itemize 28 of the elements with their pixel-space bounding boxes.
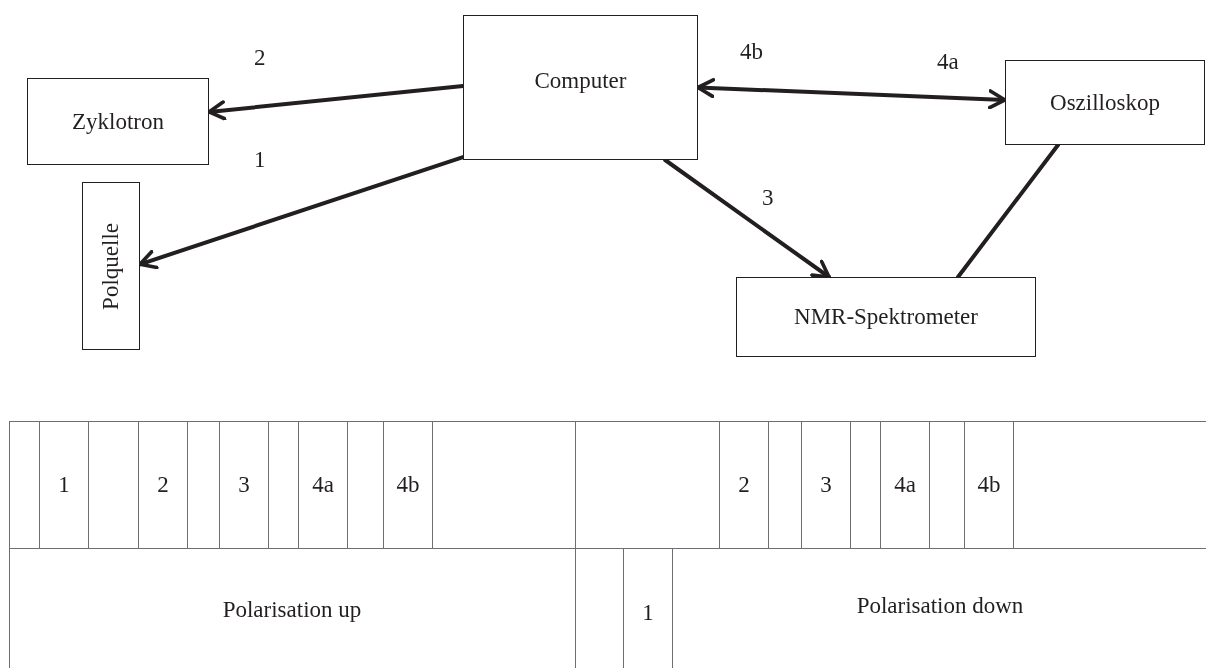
timing-slot: 3 <box>801 421 851 549</box>
device-label: Oszilloskop <box>1050 89 1160 116</box>
device-box <box>463 15 698 160</box>
timing-slot: 1 <box>623 548 673 668</box>
device-label: Polquelle <box>98 222 124 310</box>
timing-slot: 1 <box>39 421 89 549</box>
device-box <box>1005 60 1205 145</box>
arrow <box>138 155 465 270</box>
arrow <box>663 158 831 279</box>
signal-label: 4a <box>937 50 959 73</box>
timing-slot: 4a <box>298 421 348 549</box>
arrow <box>696 77 1007 110</box>
phase-label: Polarisation up <box>222 597 362 623</box>
timing-slot: 4b <box>964 421 1014 549</box>
device-box <box>736 277 1036 357</box>
device-label: Zyklotron <box>72 108 164 135</box>
timing-slot: 2 <box>719 421 769 549</box>
timing-slot: 4a <box>880 421 930 549</box>
device-box <box>82 182 140 350</box>
arrow <box>207 84 465 121</box>
device-label: NMR-Spektrometer <box>794 304 978 330</box>
timing-slot: 4b <box>383 421 433 549</box>
timing-slot: 2 <box>138 421 188 549</box>
connector-line <box>956 143 1060 279</box>
phase-label: Polarisation down <box>856 593 1024 619</box>
device-label: Computer <box>534 68 627 94</box>
timing-slot: 3 <box>219 421 269 549</box>
device-box <box>27 78 209 165</box>
